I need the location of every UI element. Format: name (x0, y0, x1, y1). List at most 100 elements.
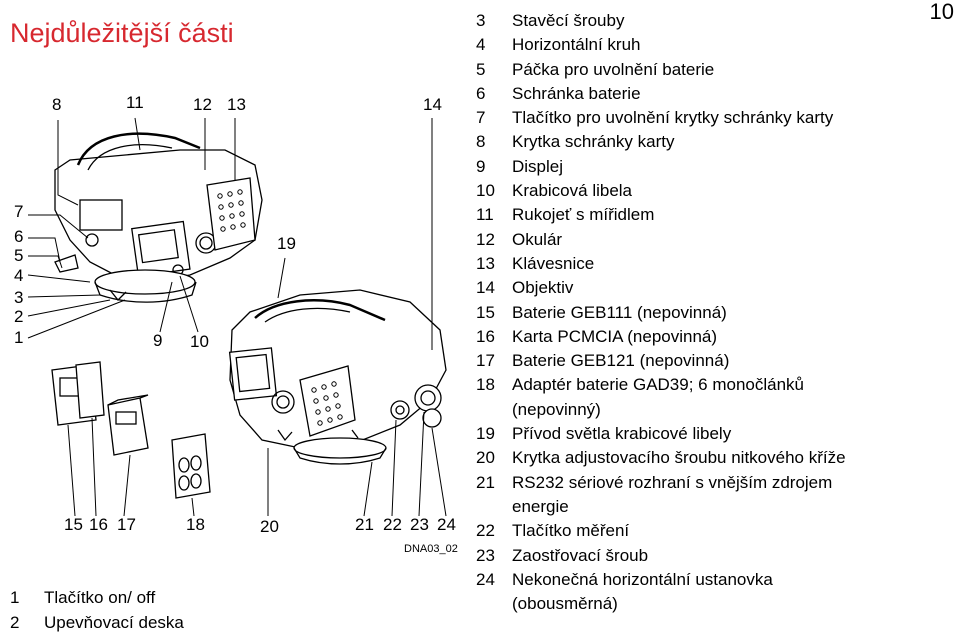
list-item: 22 Tlačítko měření (476, 519, 846, 543)
item-number: 17 (476, 351, 495, 371)
list-item-continuation: energie (512, 496, 569, 516)
item-text: RS232 sériové rozhraní s vnějším zdrojem (512, 472, 833, 492)
item-number: 20 (476, 448, 495, 468)
item-number: 21 (476, 472, 495, 492)
image-code: DNA03_02 (404, 543, 458, 555)
list-item: 6 Schránka baterie (476, 82, 846, 106)
callout-21: 21 (355, 515, 374, 534)
item-text: Krytka adjustovacího šroubu nitkového kř… (512, 448, 846, 468)
callout-2: 2 (14, 307, 24, 326)
list-item: 8 Krytka schránky karty (476, 130, 846, 154)
callout-1: 1 (14, 328, 24, 347)
callout-3: 3 (14, 288, 24, 307)
item-text: Nekonečná horizontální ustanovka (512, 569, 773, 589)
item-text: Tlačítko měření (512, 521, 630, 541)
list-item: 1 Tlačítko on/ off (10, 586, 184, 611)
item-number: 4 (476, 35, 486, 55)
callout-6: 6 (14, 227, 24, 246)
callout-14: 14 (423, 95, 442, 114)
callout-8: 8 (52, 95, 62, 114)
list-item: 10 Krabicová libela (476, 179, 846, 203)
pcmcia-card (75, 361, 105, 419)
list-item: 7 Tlačítko pro uvolnění krytky schránky k… (476, 106, 846, 130)
item-text: Tlačítko pro uvolnění krytky schránky ka… (512, 108, 834, 128)
item-number: 15 (476, 302, 495, 322)
list-item: 20 Krytka adjustovacího šroubu nitkového … (476, 446, 846, 470)
list-item: 12 Okulár (476, 228, 846, 252)
item-number: 16 (476, 326, 495, 346)
item-number: 12 (476, 229, 495, 249)
callout-19: 19 (277, 234, 296, 253)
callout-7: 7 (14, 202, 24, 221)
item-text: Karta PCMCIA (nepovinná) (512, 326, 718, 346)
item-number: 23 (476, 545, 495, 565)
item-number: 18 (476, 375, 495, 395)
item-number: 14 (476, 278, 495, 298)
callout-15: 15 (64, 515, 83, 534)
item-number: 7 (476, 108, 486, 128)
list-item: 14 Objektiv (476, 276, 846, 300)
list-item: 16 Karta PCMCIA (nepovinná) (476, 325, 846, 349)
callout-4: 4 (14, 266, 24, 285)
item-number: 1 (10, 588, 20, 607)
callout-13: 13 (227, 95, 246, 114)
list-item: 19 Přívod světla krabicové libely (476, 422, 846, 446)
item-text: Přívod světla krabicové libely (512, 424, 732, 444)
item-text: Baterie GEB121 (nepovinná) (512, 351, 730, 371)
item-number: 13 (476, 253, 495, 273)
instrument-diagram (27, 117, 447, 517)
item-number: 5 (476, 59, 486, 79)
item-text: Páčka pro uvolnění baterie (512, 59, 715, 79)
item-text: Horizontální kruh (512, 35, 641, 55)
callout-20: 20 (260, 517, 279, 536)
battery-geb121 (107, 394, 149, 456)
list-item-continuation: (obousměrná) (512, 594, 618, 614)
instrument-front-view (54, 132, 263, 303)
item-number: 22 (476, 521, 495, 541)
callout-22: 22 (383, 515, 402, 534)
page-number: 10 (929, 0, 954, 24)
instrument-rear-view (228, 289, 447, 465)
callout-10: 10 (190, 332, 209, 351)
item-number: 8 (476, 132, 486, 152)
callout-23: 23 (410, 515, 429, 534)
item-text: Adaptér baterie GAD39; 6 monočlánků (512, 375, 805, 395)
list-item-continuation: (nepovinný) (512, 399, 601, 419)
item-number: 3 (476, 11, 486, 30)
callout-18: 18 (186, 515, 205, 534)
item-text: Klávesnice (512, 253, 595, 273)
item-text: Upevňovací deska (44, 612, 184, 632)
item-text: Okulár (512, 229, 563, 249)
callout-9: 9 (153, 331, 163, 350)
list-item: 24 Nekonečná horizontální ustanovka (476, 568, 846, 592)
callout-11: 11 (126, 93, 144, 112)
list-item: 21 RS232 sériové rozhraní s vnějším zdroj… (476, 471, 846, 495)
list-item: 4 Horizontální kruh (476, 33, 846, 57)
list-item: 18 Adaptér baterie GAD39; 6 monočlánků (476, 373, 846, 397)
item-number: 6 (476, 83, 486, 103)
list-item: 5 Páčka pro uvolnění baterie (476, 58, 846, 82)
item-text: Krabicová libela (512, 181, 633, 201)
item-number: 24 (476, 569, 495, 589)
item-text: Schránka baterie (512, 83, 641, 103)
callout-24: 24 (437, 515, 456, 534)
list-item: 13 Klávesnice (476, 252, 846, 276)
item-text: Tlačítko on/ off (44, 588, 156, 607)
callout-16: 16 (89, 515, 108, 534)
item-text: Rukojeť s mířidlem (512, 205, 655, 225)
battery-adapter-gad39 (171, 433, 211, 499)
item-number: 10 (476, 181, 495, 201)
item-text: Krytka schránky karty (512, 132, 675, 152)
list-item: 17 Baterie GEB121 (nepovinná) (476, 349, 846, 373)
item-text: Objektiv (512, 278, 574, 298)
item-number: 19 (476, 424, 495, 444)
page-title: Nejdůležitější části (10, 18, 234, 48)
